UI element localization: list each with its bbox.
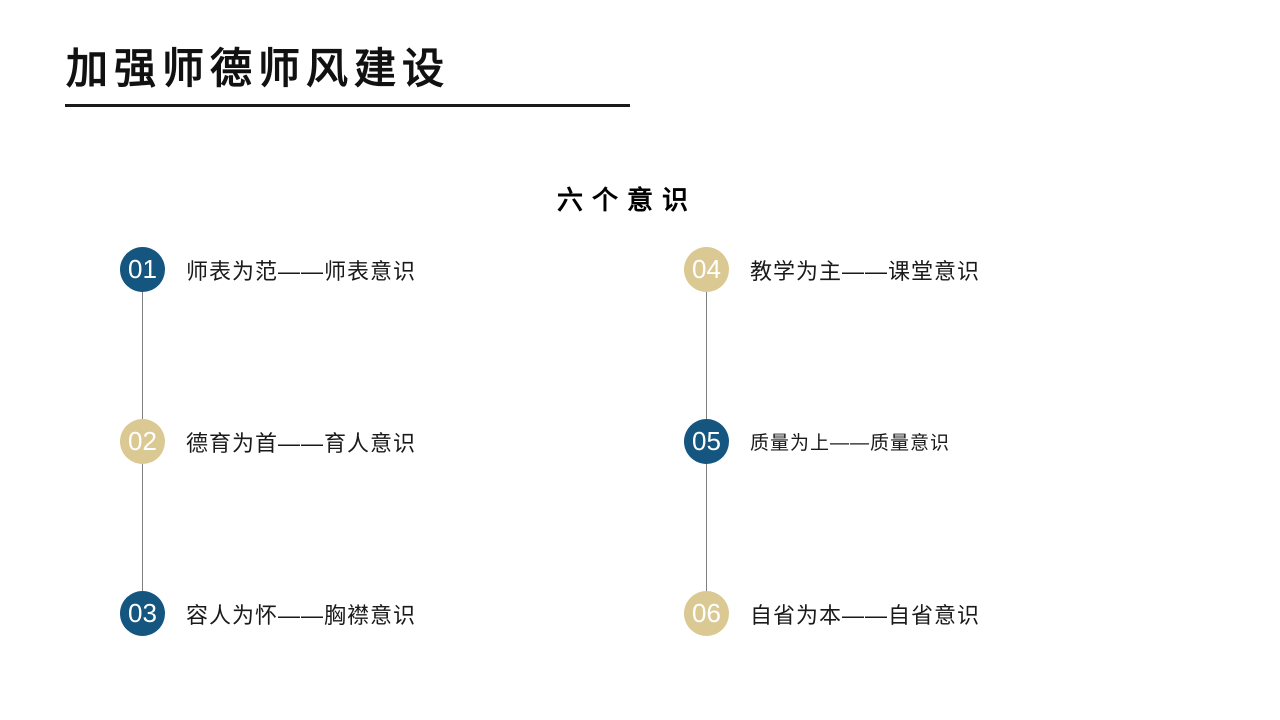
list-item-05: 05 质量为上——质量意识 (684, 419, 950, 464)
item-number: 03 (128, 598, 157, 628)
list-item-02: 02 德育为首——育人意识 (120, 419, 416, 464)
item-label: 容人为怀——胸襟意识 (186, 602, 417, 628)
item-label: 师表为范——师表意识 (186, 258, 417, 284)
item-number-badge: 03 (120, 591, 165, 636)
items-column-right: 04 教学为主——课堂意识 05 质量为上——质量意识 06 自省为本——自省意… (684, 247, 1164, 638)
item-label: 质量为上——质量意识 (750, 433, 951, 454)
section-heading: 六个意识 (556, 185, 697, 215)
item-label: 教学为主——课堂意识 (750, 258, 981, 284)
item-number-badge: 02 (120, 419, 165, 464)
item-label: 自省为本——自省意识 (750, 602, 981, 628)
slide-title: 加强师德师风建设 (66, 44, 451, 93)
item-number-badge: 01 (120, 247, 165, 292)
item-number: 04 (692, 254, 721, 284)
item-label: 德育为首——育人意识 (186, 430, 417, 456)
list-item-06: 06 自省为本——自省意识 (684, 591, 980, 636)
item-number: 02 (128, 426, 157, 456)
items-column-left: 01 师表为范——师表意识 02 德育为首——育人意识 03 容人为怀——胸襟意… (120, 247, 600, 638)
item-number-badge: 05 (684, 419, 729, 464)
item-number: 06 (692, 598, 721, 628)
item-number: 01 (128, 254, 157, 284)
item-number: 05 (692, 426, 721, 456)
list-item-01: 01 师表为范——师表意识 (120, 247, 416, 292)
item-number-badge: 04 (684, 247, 729, 292)
list-item-03: 03 容人为怀——胸襟意识 (120, 591, 416, 636)
title-underline (65, 104, 630, 107)
item-number-badge: 06 (684, 591, 729, 636)
list-item-04: 04 教学为主——课堂意识 (684, 247, 980, 292)
